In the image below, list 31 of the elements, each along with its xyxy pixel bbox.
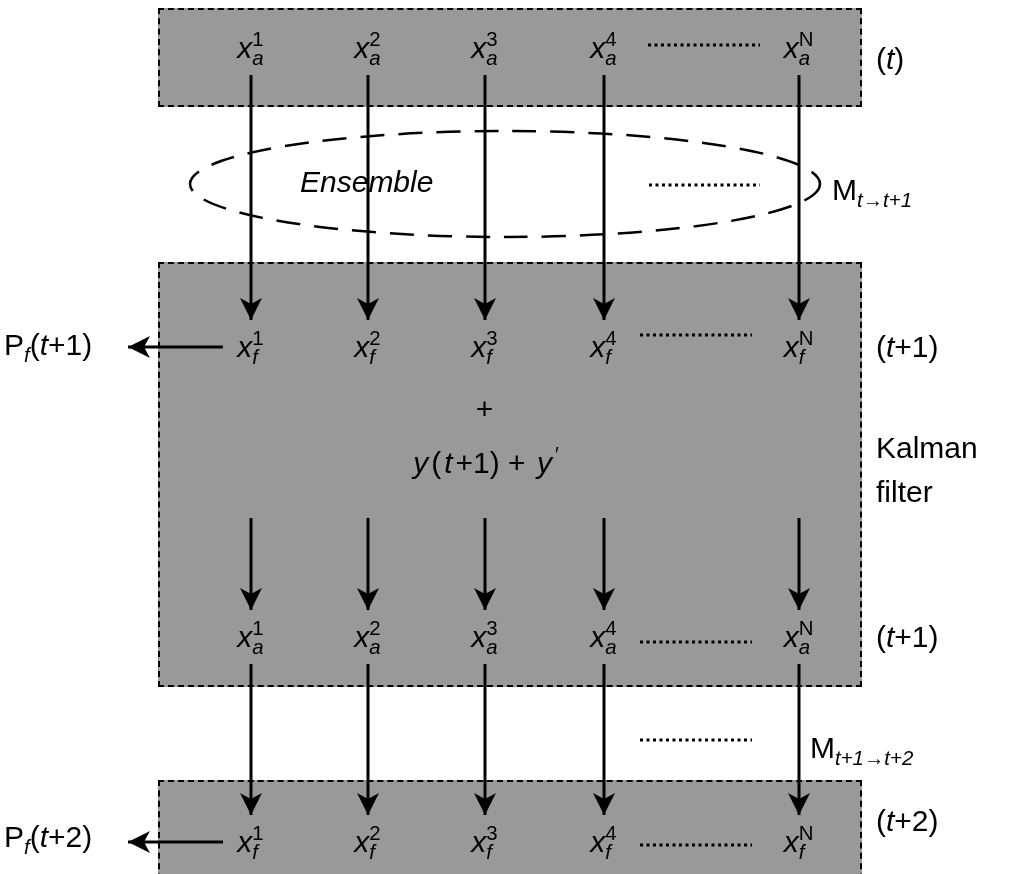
arrow	[357, 75, 379, 320]
arrow	[240, 518, 262, 610]
arrow	[474, 664, 496, 815]
time-label: (t)	[876, 41, 906, 77]
formula-text: +	[474, 390, 495, 427]
covariance-label: P$_{f}$(t+2)	[4, 812, 126, 862]
time-label: (t+2)	[876, 803, 940, 839]
arrow	[128, 336, 223, 358]
arrow	[788, 664, 810, 815]
dashed-panel	[158, 780, 862, 874]
operator-label: M$_{t+1→t+2}$	[810, 730, 915, 772]
arrow	[593, 664, 615, 815]
formula-text: y(t+1) + y$^{′}$	[410, 441, 560, 481]
arrow	[593, 75, 615, 320]
step-label: Kalman filter	[876, 430, 979, 510]
arrow	[128, 831, 223, 853]
arrow	[240, 664, 262, 815]
arrow	[474, 518, 496, 610]
operator-label: M$_{t→t+1}$	[832, 172, 913, 214]
arrow	[593, 518, 615, 610]
arrow	[788, 75, 810, 320]
arrow	[788, 518, 810, 610]
dashed-panel	[158, 262, 862, 687]
covariance-label: P$_{f}$(t+1)	[4, 320, 126, 370]
time-label: (t+1)	[876, 329, 940, 365]
time-label: (t+1)	[876, 619, 940, 655]
arrow	[474, 75, 496, 320]
arrow	[240, 75, 262, 320]
arrow	[357, 518, 379, 610]
dashed-panel	[158, 8, 862, 107]
arrow	[357, 664, 379, 815]
